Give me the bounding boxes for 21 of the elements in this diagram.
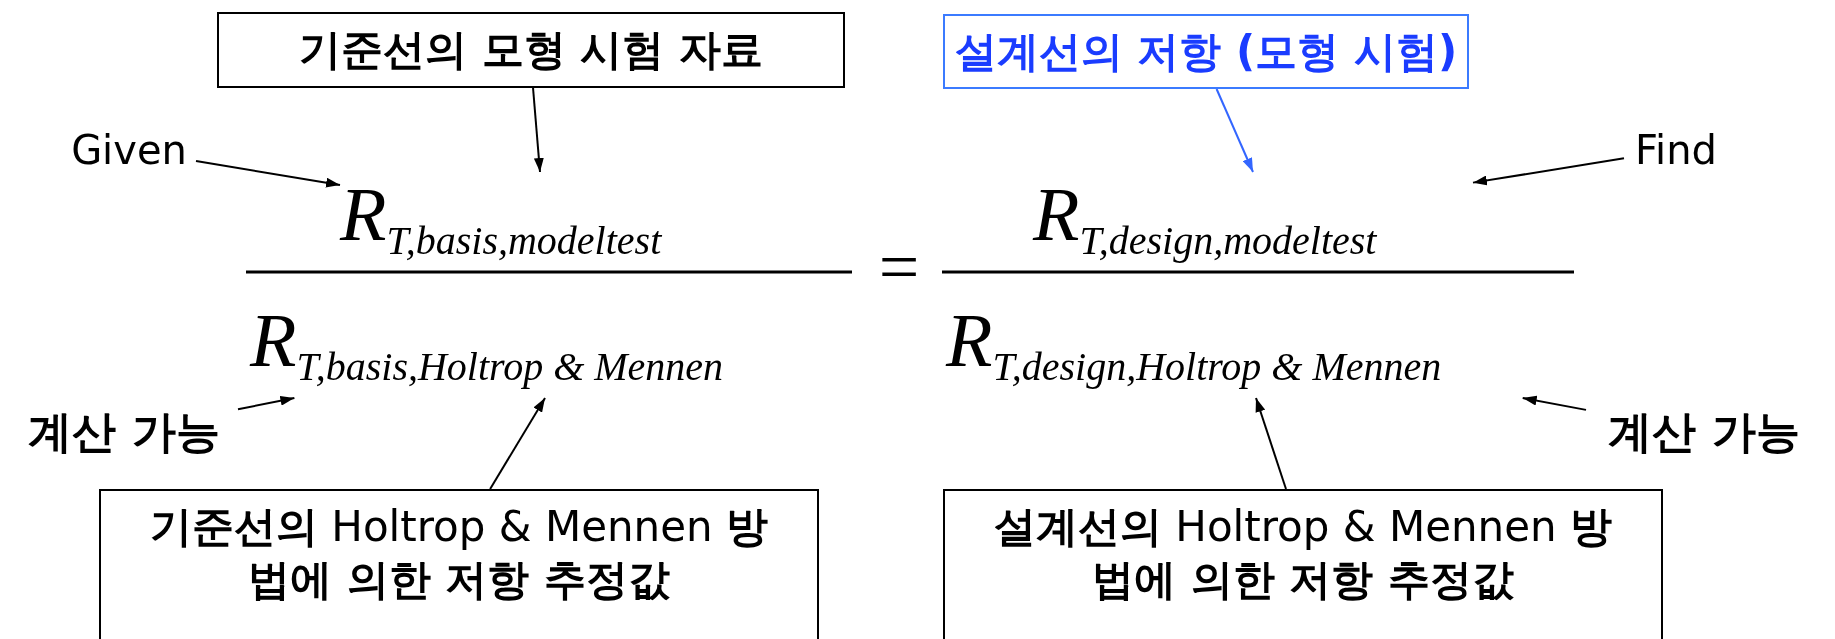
formula-term: R$_{T,basis,Holtrop & Mennen}$ bbox=[250, 298, 840, 398]
annotation-text: Find bbox=[1624, 124, 1728, 176]
arrow bbox=[1472, 157, 1625, 186]
formula-term: R$_{T,basis,modeltest}$ bbox=[340, 172, 740, 264]
label-box: 설계선의 Holtrop & Mennen 방법에 의한 저항 추정값 bbox=[943, 489, 1663, 639]
arrow bbox=[489, 397, 546, 490]
annotation-text: 계산 가능 bbox=[1586, 402, 1822, 462]
arrow bbox=[1521, 395, 1587, 411]
equals-sign: = bbox=[877, 225, 921, 309]
formula-term: R$_{T,design,Holtrop & Mennen}$ bbox=[946, 298, 1566, 398]
arrow bbox=[195, 160, 341, 188]
arrow bbox=[1255, 397, 1287, 490]
label-box: 설계선의 저항 (모형 시험) bbox=[943, 14, 1469, 89]
formula-term: R$_{T,design,modeltest}$ bbox=[1033, 172, 1473, 264]
annotation-text: Given bbox=[62, 124, 196, 176]
label-box: 기준선의 모형 시험 자료 bbox=[217, 12, 845, 88]
arrow bbox=[1215, 88, 1254, 173]
annotation-text: 계산 가능 bbox=[10, 402, 238, 462]
arrow bbox=[532, 87, 544, 173]
label-box: 기준선의 Holtrop & Mennen 방법에 의한 저항 추정값 bbox=[99, 489, 819, 639]
arrow bbox=[237, 395, 296, 411]
